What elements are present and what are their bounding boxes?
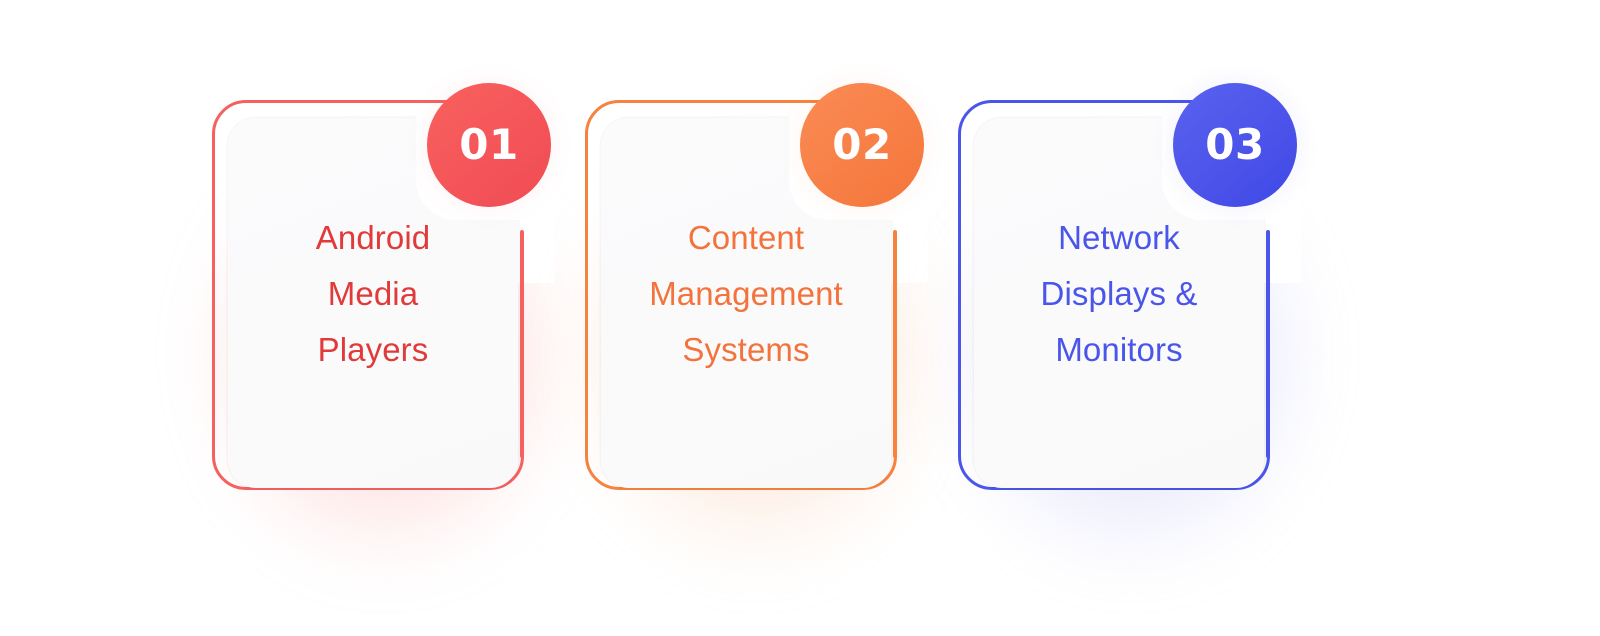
card-right-stroke-1 [520,230,524,458]
step-number-label-3: 03 [1205,120,1265,169]
card-right-stroke-3 [1266,230,1270,458]
card-right-stroke-2 [893,230,897,458]
card-title-3: Network Displays & Monitors [1040,219,1198,368]
step-number-badge-2[interactable]: 02 [800,83,924,207]
step-number-label-2: 02 [832,120,892,169]
step-card-2[interactable]: 02 Content Management Systems [563,60,935,560]
step-number-badge-3[interactable]: 03 [1173,83,1297,207]
step-card-1[interactable]: 01 Android Media Players [190,60,562,560]
step-number-label-1: 01 [459,120,519,169]
card-title-2: Content Management Systems [649,219,843,368]
step-number-badge-1[interactable]: 01 [427,83,551,207]
card-title-1: Android Media Players [315,219,431,368]
step-card-3[interactable]: 03 Network Displays & Monitors [936,60,1308,560]
